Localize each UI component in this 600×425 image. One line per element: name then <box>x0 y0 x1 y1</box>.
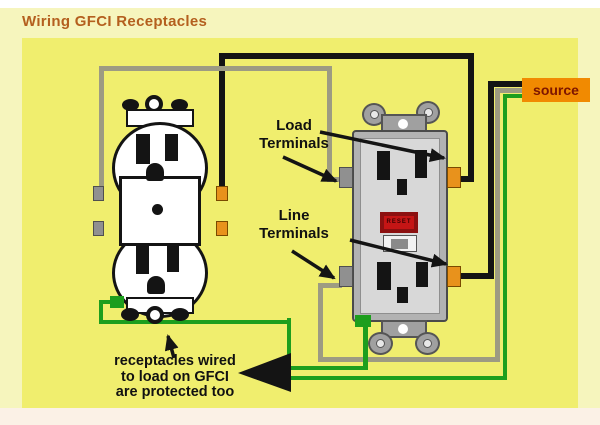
caption-line2: to load on GFCI <box>121 368 229 385</box>
black-wire-segment <box>219 53 474 59</box>
load-terminals-line2: Terminals <box>259 135 329 152</box>
load-terminals-label: Load Terminals <box>238 117 350 153</box>
black-wire-segment <box>219 53 225 190</box>
load-terminals-line1: Load <box>276 117 312 134</box>
gfci-ground-screw <box>355 315 371 327</box>
duplex-mount-ear <box>171 308 189 321</box>
gfci-load-hot-terminal <box>447 167 461 188</box>
caption-line1: receptacles wired <box>114 353 236 369</box>
gfci-mount-ear <box>362 103 386 126</box>
gfci-ground-slot <box>397 287 408 303</box>
outlet-ground-hole <box>146 163 164 181</box>
gfci-ear-hole <box>369 110 379 119</box>
black-wire-segment <box>488 81 522 87</box>
green-wire-segment <box>99 300 103 324</box>
green-wire-segment <box>287 318 291 380</box>
duplex-mount-ear <box>121 308 139 321</box>
neutral-wire-segment <box>318 357 500 362</box>
gfci-bracket-screw <box>398 324 408 334</box>
outlet-ground-hole <box>147 276 165 294</box>
neutral-wire-segment <box>99 66 332 71</box>
line-terminals-label: Line Terminals <box>238 207 350 243</box>
gfci-slot <box>377 151 390 180</box>
green-wire-segment <box>257 366 368 370</box>
gfci-bracket-screw <box>398 119 408 129</box>
neutral-wire-segment <box>495 88 522 93</box>
black-wire-segment <box>459 273 494 279</box>
protected-caption: receptacles wired to load on GFCI are pr… <box>72 353 278 401</box>
gfci-load-neutral-terminal <box>339 167 353 188</box>
top-strip <box>0 0 600 8</box>
duplex-mount-screw-hole <box>146 306 164 324</box>
duplex-mount-ear <box>122 99 139 111</box>
neutral-wire-segment <box>495 88 500 362</box>
outlet-slot <box>167 246 179 272</box>
duplex-neutral-terminal <box>93 221 104 236</box>
green-wire-segment <box>99 300 116 304</box>
gfci-line-hot-terminal <box>447 266 461 287</box>
duplex-mount-ear <box>171 99 188 111</box>
duplex-neutral-terminal <box>93 186 104 201</box>
line-terminals-line2: Terminals <box>259 225 329 242</box>
green-wire-segment <box>503 94 522 98</box>
neutral-wire-segment <box>318 283 342 288</box>
duplex-hot-terminal <box>216 186 228 201</box>
gfci-slot <box>416 262 428 287</box>
duplex-hot-terminal <box>216 221 228 236</box>
black-wire-segment <box>458 176 474 182</box>
gfci-mount-ear <box>415 332 440 355</box>
caption-line3: are protected too <box>115 384 235 400</box>
green-wire-segment <box>257 376 507 380</box>
black-wire-segment <box>488 81 494 279</box>
outlet-slot <box>165 134 178 161</box>
bottom-strip <box>0 408 600 425</box>
neutral-wire-segment <box>318 283 323 362</box>
gfci-ear-hole <box>423 339 432 348</box>
duplex-ground-screw <box>110 296 124 308</box>
gfci-mount-ear <box>368 332 393 355</box>
green-wire-segment <box>363 324 368 368</box>
gfci-ear-hole <box>376 339 385 348</box>
outlet-slot <box>136 246 149 274</box>
duplex-center-screw <box>152 204 163 215</box>
source-label-box: source <box>522 78 590 102</box>
green-wire-segment <box>99 320 291 324</box>
gfci-slot <box>377 262 391 290</box>
neutral-wire-segment <box>99 66 104 188</box>
gfci-ear-hole <box>423 108 433 117</box>
gfci-reset-button-face: RESET <box>384 216 414 229</box>
black-wire-segment <box>468 53 474 182</box>
outlet-slot <box>136 134 150 164</box>
diagram-panel <box>22 38 578 408</box>
gfci-test-button-face <box>391 239 408 249</box>
neutral-wire-segment <box>327 66 332 180</box>
gfci-line-neutral-terminal <box>339 266 353 287</box>
page-title: Wiring GFCI Receptacles <box>22 13 208 30</box>
green-wire-segment <box>503 94 507 380</box>
line-terminals-line1: Line <box>278 207 310 224</box>
gfci-slot <box>415 150 427 178</box>
gfci-ground-slot <box>397 179 407 195</box>
